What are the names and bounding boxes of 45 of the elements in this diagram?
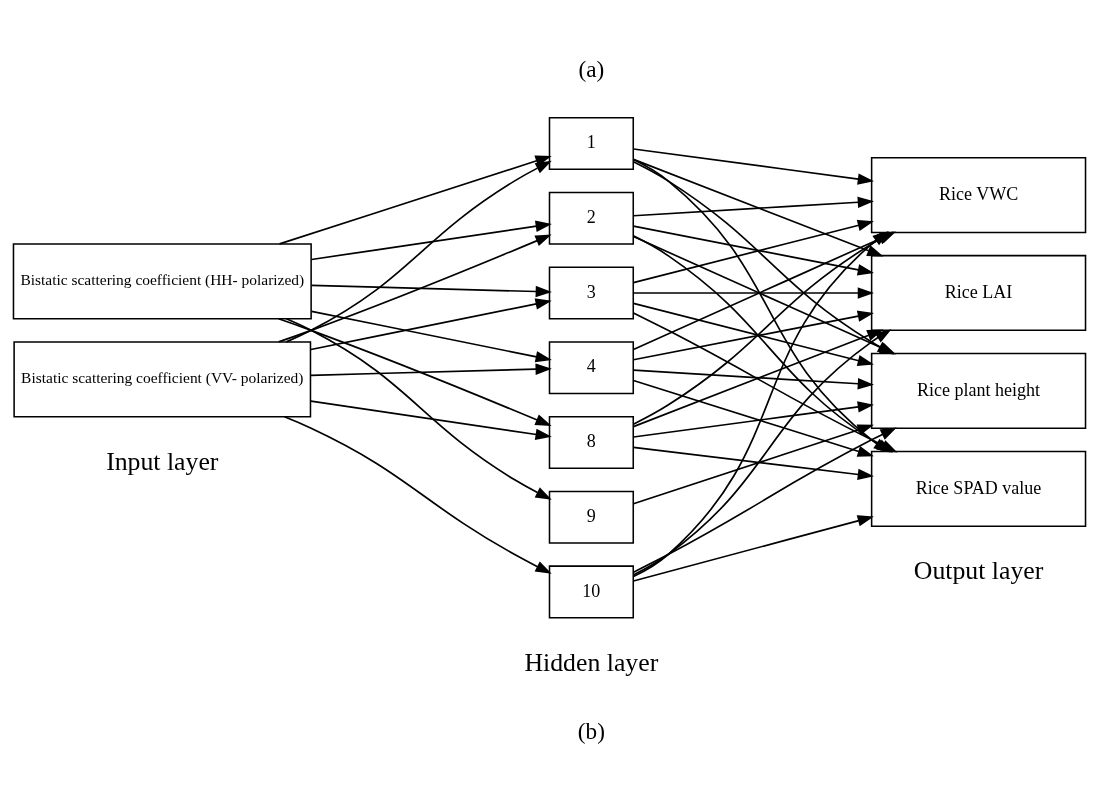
arrow — [632, 400, 874, 438]
node-box: 2 — [548, 191, 635, 245]
label: (b) — [577, 717, 605, 744]
arrow — [632, 446, 874, 480]
node-box: 9 — [548, 490, 635, 544]
arrow — [310, 310, 552, 362]
arrow — [632, 514, 874, 582]
node-box: 4 — [548, 340, 635, 394]
node-box: Rice SPAD value — [870, 450, 1087, 527]
arrow — [632, 147, 874, 185]
node-box: 8 — [548, 415, 635, 469]
arrow — [632, 368, 874, 389]
arrow — [310, 297, 552, 350]
label: Output layer — [913, 555, 1044, 585]
node-box: Bistatic scattering coefficient (VV- polarized) — [13, 340, 312, 417]
arrow — [632, 424, 874, 505]
arrow — [632, 224, 874, 275]
arrow — [310, 399, 552, 440]
arrow — [632, 196, 874, 217]
arrow — [632, 426, 897, 573]
arrow — [632, 310, 874, 361]
node-box: Rice plant height — [870, 352, 1087, 429]
node-box: Rice VWC — [870, 156, 1087, 233]
arrow — [310, 284, 552, 297]
arrow — [632, 379, 874, 457]
label: Hidden layer — [524, 647, 659, 677]
arrow — [632, 286, 874, 299]
node-box: 1 — [548, 116, 635, 170]
arrow — [277, 234, 552, 343]
arrow — [310, 363, 552, 376]
arrow — [283, 415, 552, 574]
node-box: Bistatic scattering coefficient (HH- polarized) — [12, 242, 312, 320]
label: Input layer — [106, 446, 219, 475]
arrow — [632, 302, 874, 366]
arrow — [632, 328, 884, 427]
arrow — [632, 219, 874, 283]
arrow — [310, 220, 552, 260]
node-box: Rice LAI — [870, 254, 1087, 331]
arrow — [277, 317, 552, 426]
arrow — [285, 160, 552, 343]
node-box: 10 — [548, 564, 635, 618]
arrow — [285, 317, 552, 500]
arrow — [632, 158, 884, 256]
node-box: 3 — [548, 265, 635, 320]
label: (a) — [578, 55, 605, 82]
